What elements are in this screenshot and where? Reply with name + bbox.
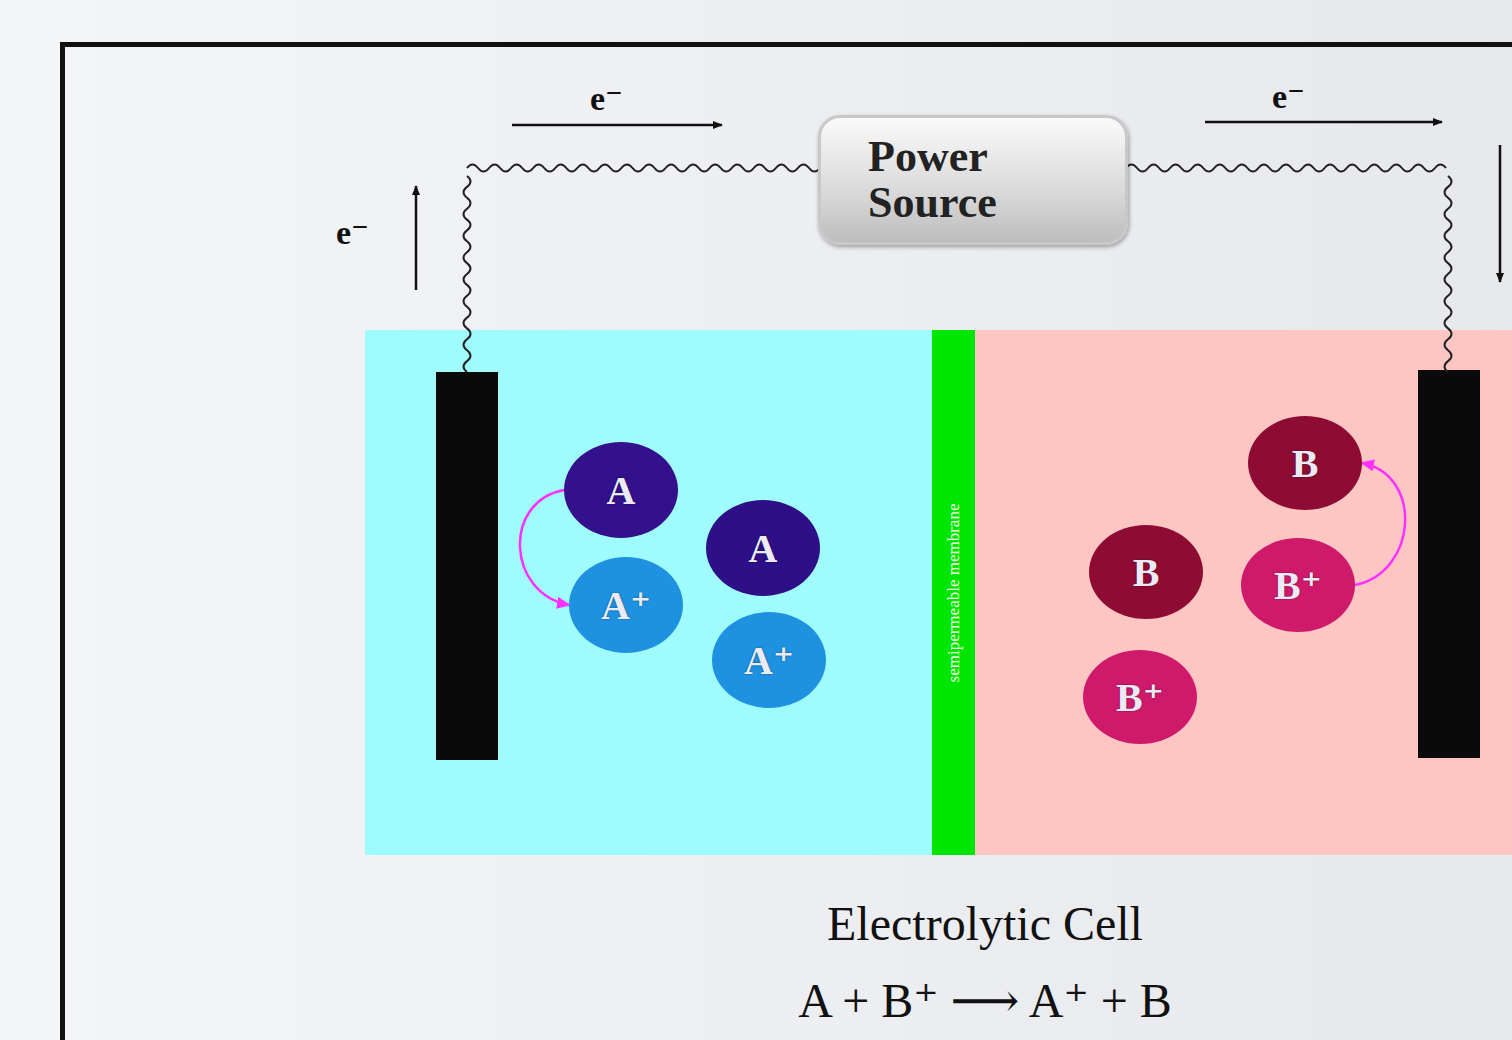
electron-label: e⁻ (1272, 76, 1305, 116)
electron-arrow (415, 186, 418, 290)
ion-circle: B⁺ (1083, 650, 1197, 744)
species-label: B (1133, 549, 1160, 596)
species-label: A (607, 467, 636, 514)
membrane-label: semipermeable membrane (944, 503, 964, 682)
left-compartment (365, 330, 933, 855)
ion-circle: B⁺ (1241, 538, 1355, 632)
species-label: B (1292, 440, 1319, 487)
reaction-equation: A + B⁺ ⟶ A⁺ + B (798, 972, 1172, 1028)
reaction-arrow (520, 490, 569, 605)
membrane-band: semipermeable membrane (932, 330, 975, 855)
wavy-wire (1126, 165, 1446, 172)
species-label: A⁺ (744, 636, 794, 684)
species-label: A⁺ (601, 581, 651, 629)
species-circle: A (706, 500, 820, 596)
ion-circle: A⁺ (712, 612, 826, 708)
electron-arrow (1499, 145, 1502, 282)
power-source-box: Power Source (818, 115, 1128, 245)
reaction-arrow (1355, 463, 1405, 585)
wavy-wire (467, 165, 820, 172)
species-circle: B (1089, 525, 1203, 619)
ion-circle: A⁺ (569, 557, 683, 653)
electron-arrow (512, 124, 722, 127)
wavy-wire (1445, 176, 1452, 372)
box-label: Power Source (868, 134, 1078, 226)
electron-arrow (1205, 121, 1442, 124)
species-label: A (749, 525, 778, 572)
right-electrode (1418, 370, 1480, 758)
species-circle: A (564, 442, 678, 538)
right-compartment (975, 330, 1512, 855)
species-circle: B (1248, 416, 1362, 510)
species-label: B⁺ (1116, 673, 1164, 721)
left-electrode (436, 372, 498, 760)
electron-label: e⁻ (336, 212, 369, 252)
wavy-wire (464, 176, 471, 372)
electron-label: e⁻ (590, 78, 623, 118)
species-label: B⁺ (1274, 561, 1322, 609)
caption: Electrolytic Cell (827, 896, 1143, 951)
